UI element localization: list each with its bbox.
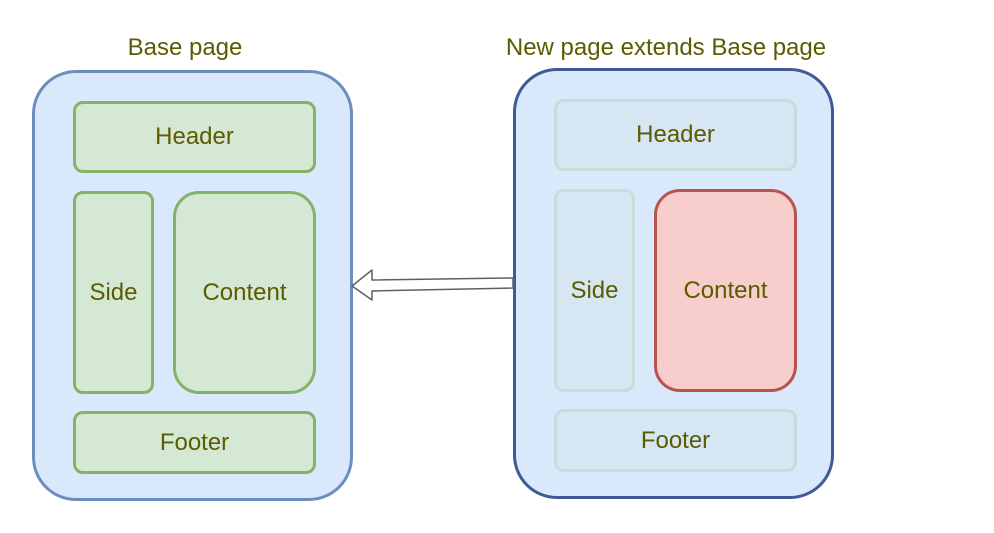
base-content-block: Content — [173, 191, 316, 394]
new-content-block: Content — [654, 189, 797, 392]
new-side-block: Side — [554, 189, 635, 392]
new-footer-block: Footer — [554, 409, 797, 472]
base-page-title: Base page — [127, 34, 243, 61]
new-header-block: Header — [554, 99, 797, 171]
base-footer-block: Footer — [73, 411, 316, 474]
base-page-container: Header Side Content Footer — [32, 70, 353, 501]
new-page-title: New page extends Base page — [505, 34, 827, 61]
new-page-container: Header Side Content Footer — [513, 68, 834, 499]
base-side-block: Side — [73, 191, 154, 394]
base-header-block: Header — [73, 101, 316, 173]
